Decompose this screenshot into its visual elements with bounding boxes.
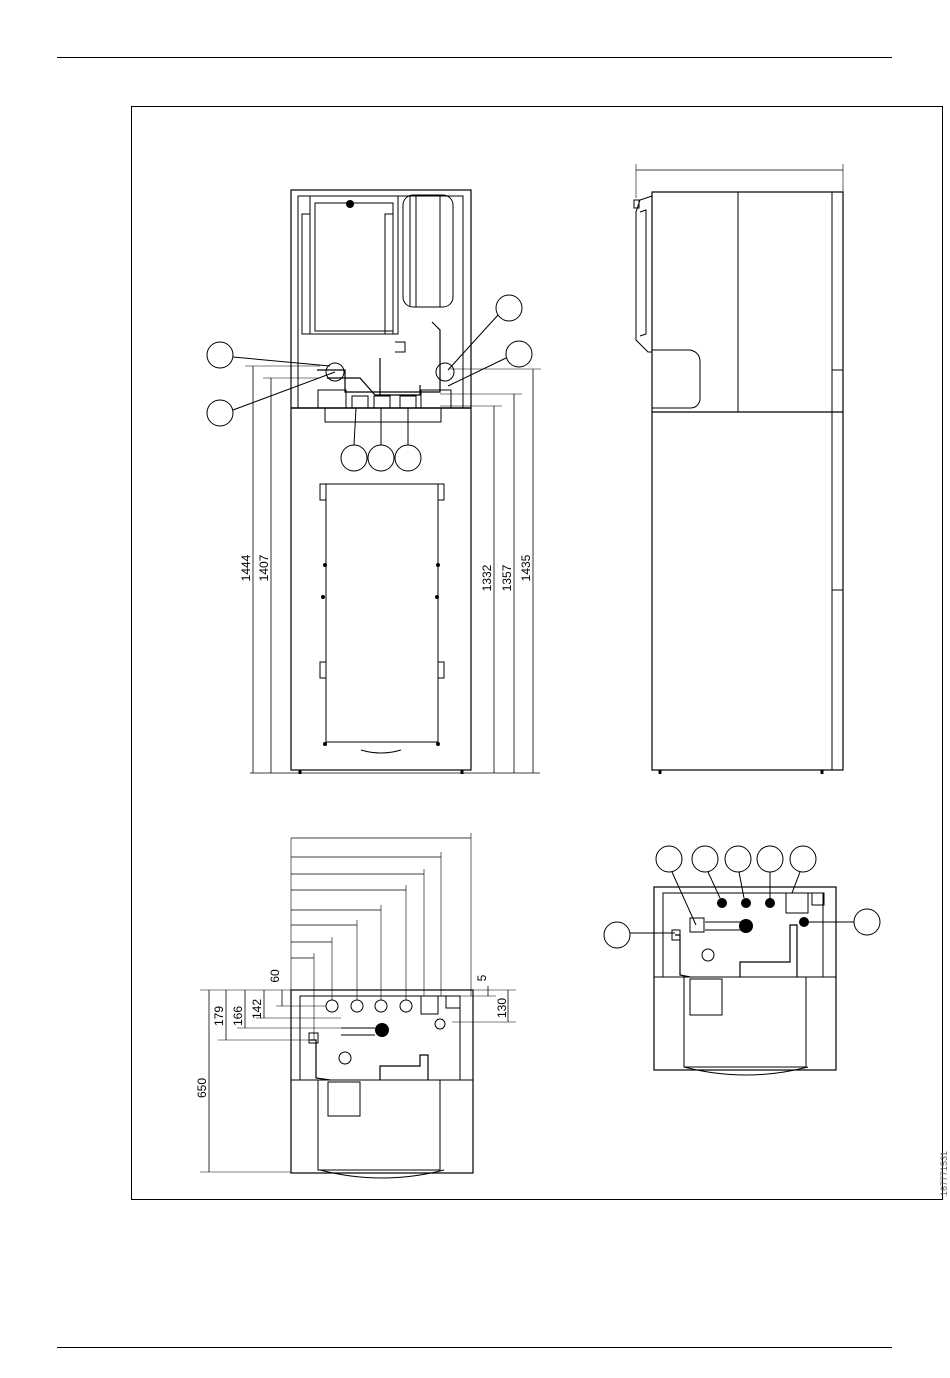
dim-label: 60 <box>268 969 282 983</box>
dim-label: 142 <box>250 999 264 1019</box>
dim-label: 179 <box>212 1006 226 1026</box>
drawing-id: 167771531 <box>939 1151 949 1196</box>
callout-markers <box>604 846 880 948</box>
dim-label: 5 <box>475 974 489 981</box>
plan-view-dimension-lines <box>200 833 516 1172</box>
dim-label: 130 <box>495 998 509 1018</box>
screw-icon <box>346 200 354 208</box>
front-view <box>207 190 541 774</box>
dim-label: 1357 <box>500 564 514 591</box>
dim-label: 1444 <box>239 554 253 581</box>
dimension-labels: 1444 1407 1332 1357 1435 650 179 166 142… <box>195 554 949 1196</box>
rear-view <box>604 846 880 1075</box>
callout-markers <box>207 295 532 471</box>
dim-label: 650 <box>195 1078 209 1098</box>
dim-label: 166 <box>231 1006 245 1026</box>
dim-label: 1332 <box>480 564 494 591</box>
front-view-dimension-lines <box>245 366 541 773</box>
plan-view <box>200 833 516 1178</box>
side-view <box>634 164 843 774</box>
dim-label: 1407 <box>257 554 271 581</box>
dim-label: 1435 <box>519 554 533 581</box>
